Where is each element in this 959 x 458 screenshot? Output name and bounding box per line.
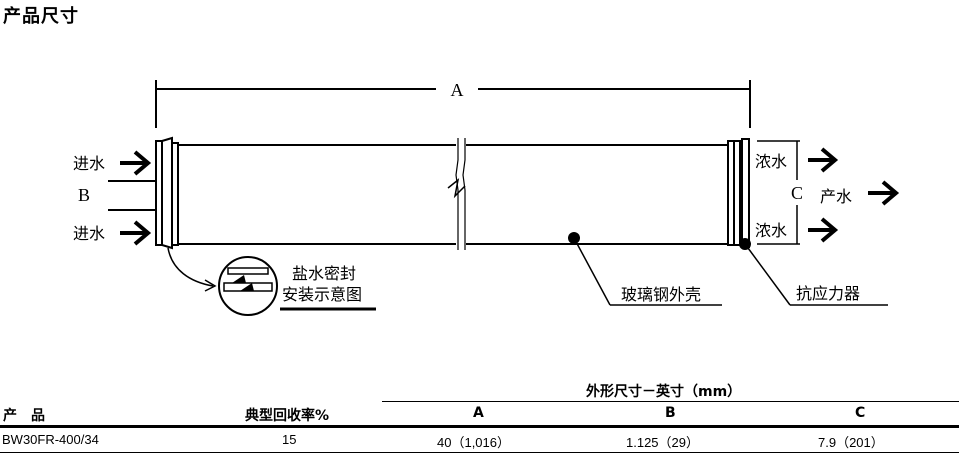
- concentrate-label-bottom: 浓水: [755, 221, 787, 240]
- dimension-a: A: [155, 80, 751, 128]
- feed-arrow-top: 进水: [73, 150, 152, 176]
- brine-seal-callout: 盐水密封 安装示意图: [167, 247, 376, 316]
- col-header-recovery: 典型回收率%: [245, 408, 330, 424]
- left-end-cap: [155, 136, 179, 250]
- feed-arrow-bottom: 进水: [73, 220, 152, 246]
- fiberglass-shell-label: 玻璃钢外壳: [621, 285, 701, 304]
- seal-label-line2: 安装示意图: [282, 285, 362, 304]
- anti-telescoping-marker: [739, 238, 751, 250]
- seal-label-line1: 盐水密封: [292, 264, 356, 283]
- dimension-b: B: [78, 180, 156, 211]
- group-header-rule: [382, 401, 959, 402]
- header-rule: [0, 425, 959, 428]
- feed-label-bottom: 进水: [73, 224, 105, 243]
- dimension-b-label: B: [78, 185, 90, 205]
- permeate-arrow: 产水: [820, 180, 900, 206]
- concentrate-label-top: 浓水: [755, 152, 787, 171]
- fiberglass-shell-body: [178, 138, 728, 250]
- anti-telescoping-label: 抗应力器: [796, 284, 860, 303]
- cell-product: BW30FR-400/34: [2, 432, 99, 447]
- anti-telescoping-callout: 抗应力器: [747, 247, 888, 306]
- table-group-header: 外形尺寸－英寸（mm）: [586, 384, 742, 400]
- page-title: 产品尺寸: [3, 6, 79, 27]
- col-header-c: C: [855, 405, 866, 421]
- dimension-c-label: C: [791, 183, 803, 203]
- col-header-b: B: [665, 405, 676, 421]
- row-rule: [0, 452, 959, 453]
- cell-recovery: 15: [282, 432, 297, 447]
- cell-c: 7.9（201）: [818, 435, 884, 450]
- membrane-element-diagram: A B 进水 进水: [73, 80, 900, 316]
- concentrate-arrow-top: 浓水: [755, 147, 839, 173]
- col-header-a: A: [473, 405, 484, 421]
- dimension-a-label: A: [451, 80, 464, 100]
- permeate-label: 产水: [820, 187, 852, 206]
- fiberglass-shell-callout: 玻璃钢外壳: [568, 232, 722, 306]
- feed-label-top: 进水: [73, 154, 105, 173]
- cell-b: 1.125（29）: [626, 435, 699, 450]
- dimension-c: C: [757, 140, 803, 245]
- right-end-cap: [727, 138, 751, 250]
- col-header-product: 产 品: [3, 408, 45, 424]
- cell-a: 40（1,016）: [437, 435, 510, 450]
- concentrate-arrow-bottom: 浓水: [755, 217, 839, 243]
